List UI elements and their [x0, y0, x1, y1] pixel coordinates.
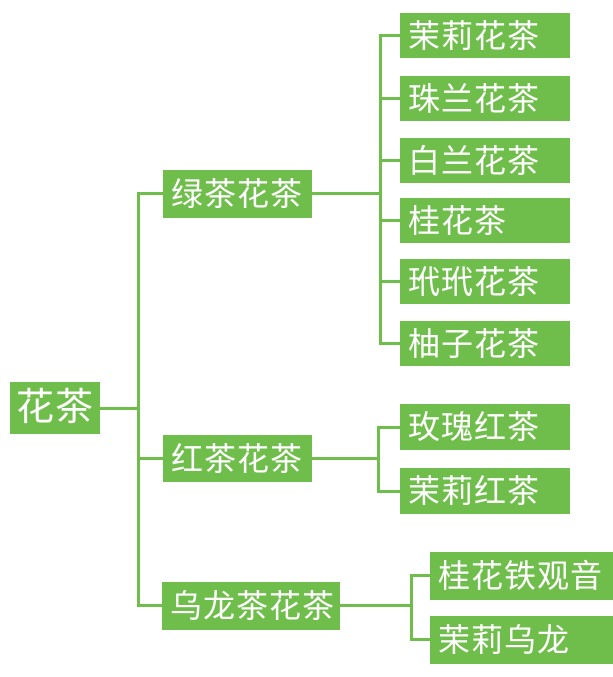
- node-jasmine-flower-tea: 茉莉花茶: [400, 13, 570, 58]
- node-green-tea-flower-tea: 绿茶花茶: [163, 170, 312, 218]
- connector-oolong-horizontal: [340, 604, 413, 607]
- node-bailan-flower-tea: 白兰花茶: [400, 138, 570, 183]
- connector-green-stub-1: [379, 34, 400, 37]
- connector-green-stub-5: [379, 280, 400, 283]
- connector-oolong-vertical: [410, 574, 413, 641]
- connector-green-stub-3: [379, 159, 400, 162]
- node-zhulan-flower-tea: 珠兰花茶: [400, 76, 570, 121]
- connector-stub-black-branch: [137, 457, 163, 460]
- connector-stub-oolong-branch: [137, 604, 163, 607]
- node-osmanthus-tea: 桂花茶: [400, 198, 570, 243]
- node-black-tea-flower-tea: 红茶花茶: [163, 435, 312, 482]
- node-daidai-flower-tea: 玳玳花茶: [400, 259, 570, 304]
- connector-green-stub-4: [379, 219, 400, 222]
- connector-root-horizontal: [100, 407, 139, 410]
- connector-green-horizontal: [312, 192, 382, 195]
- connector-green-stub-6: [379, 342, 400, 345]
- node-osmanthus-tieguanyin: 桂花铁观音: [430, 552, 613, 600]
- connector-black-stub-2: [377, 490, 400, 493]
- connector-oolong-stub-1: [410, 574, 430, 577]
- connector-root-trunk: [137, 192, 140, 607]
- node-jasmine-oolong: 茉莉乌龙: [430, 616, 613, 664]
- node-pomelo-flower-tea: 柚子花茶: [400, 321, 570, 366]
- connector-oolong-stub-2: [410, 638, 430, 641]
- node-rose-black-tea: 玫瑰红茶: [400, 404, 570, 450]
- node-flower-tea: 花茶: [10, 382, 100, 434]
- node-jasmine-black-tea: 茉莉红茶: [400, 468, 570, 514]
- connector-black-horizontal: [312, 457, 380, 460]
- node-oolong-tea-flower-tea: 乌龙茶花茶: [162, 582, 340, 630]
- connector-green-stub-2: [379, 97, 400, 100]
- connector-green-vertical: [379, 34, 382, 345]
- connector-black-vertical: [377, 426, 380, 493]
- connector-black-stub-1: [377, 426, 400, 429]
- connector-stub-green-branch: [137, 192, 163, 195]
